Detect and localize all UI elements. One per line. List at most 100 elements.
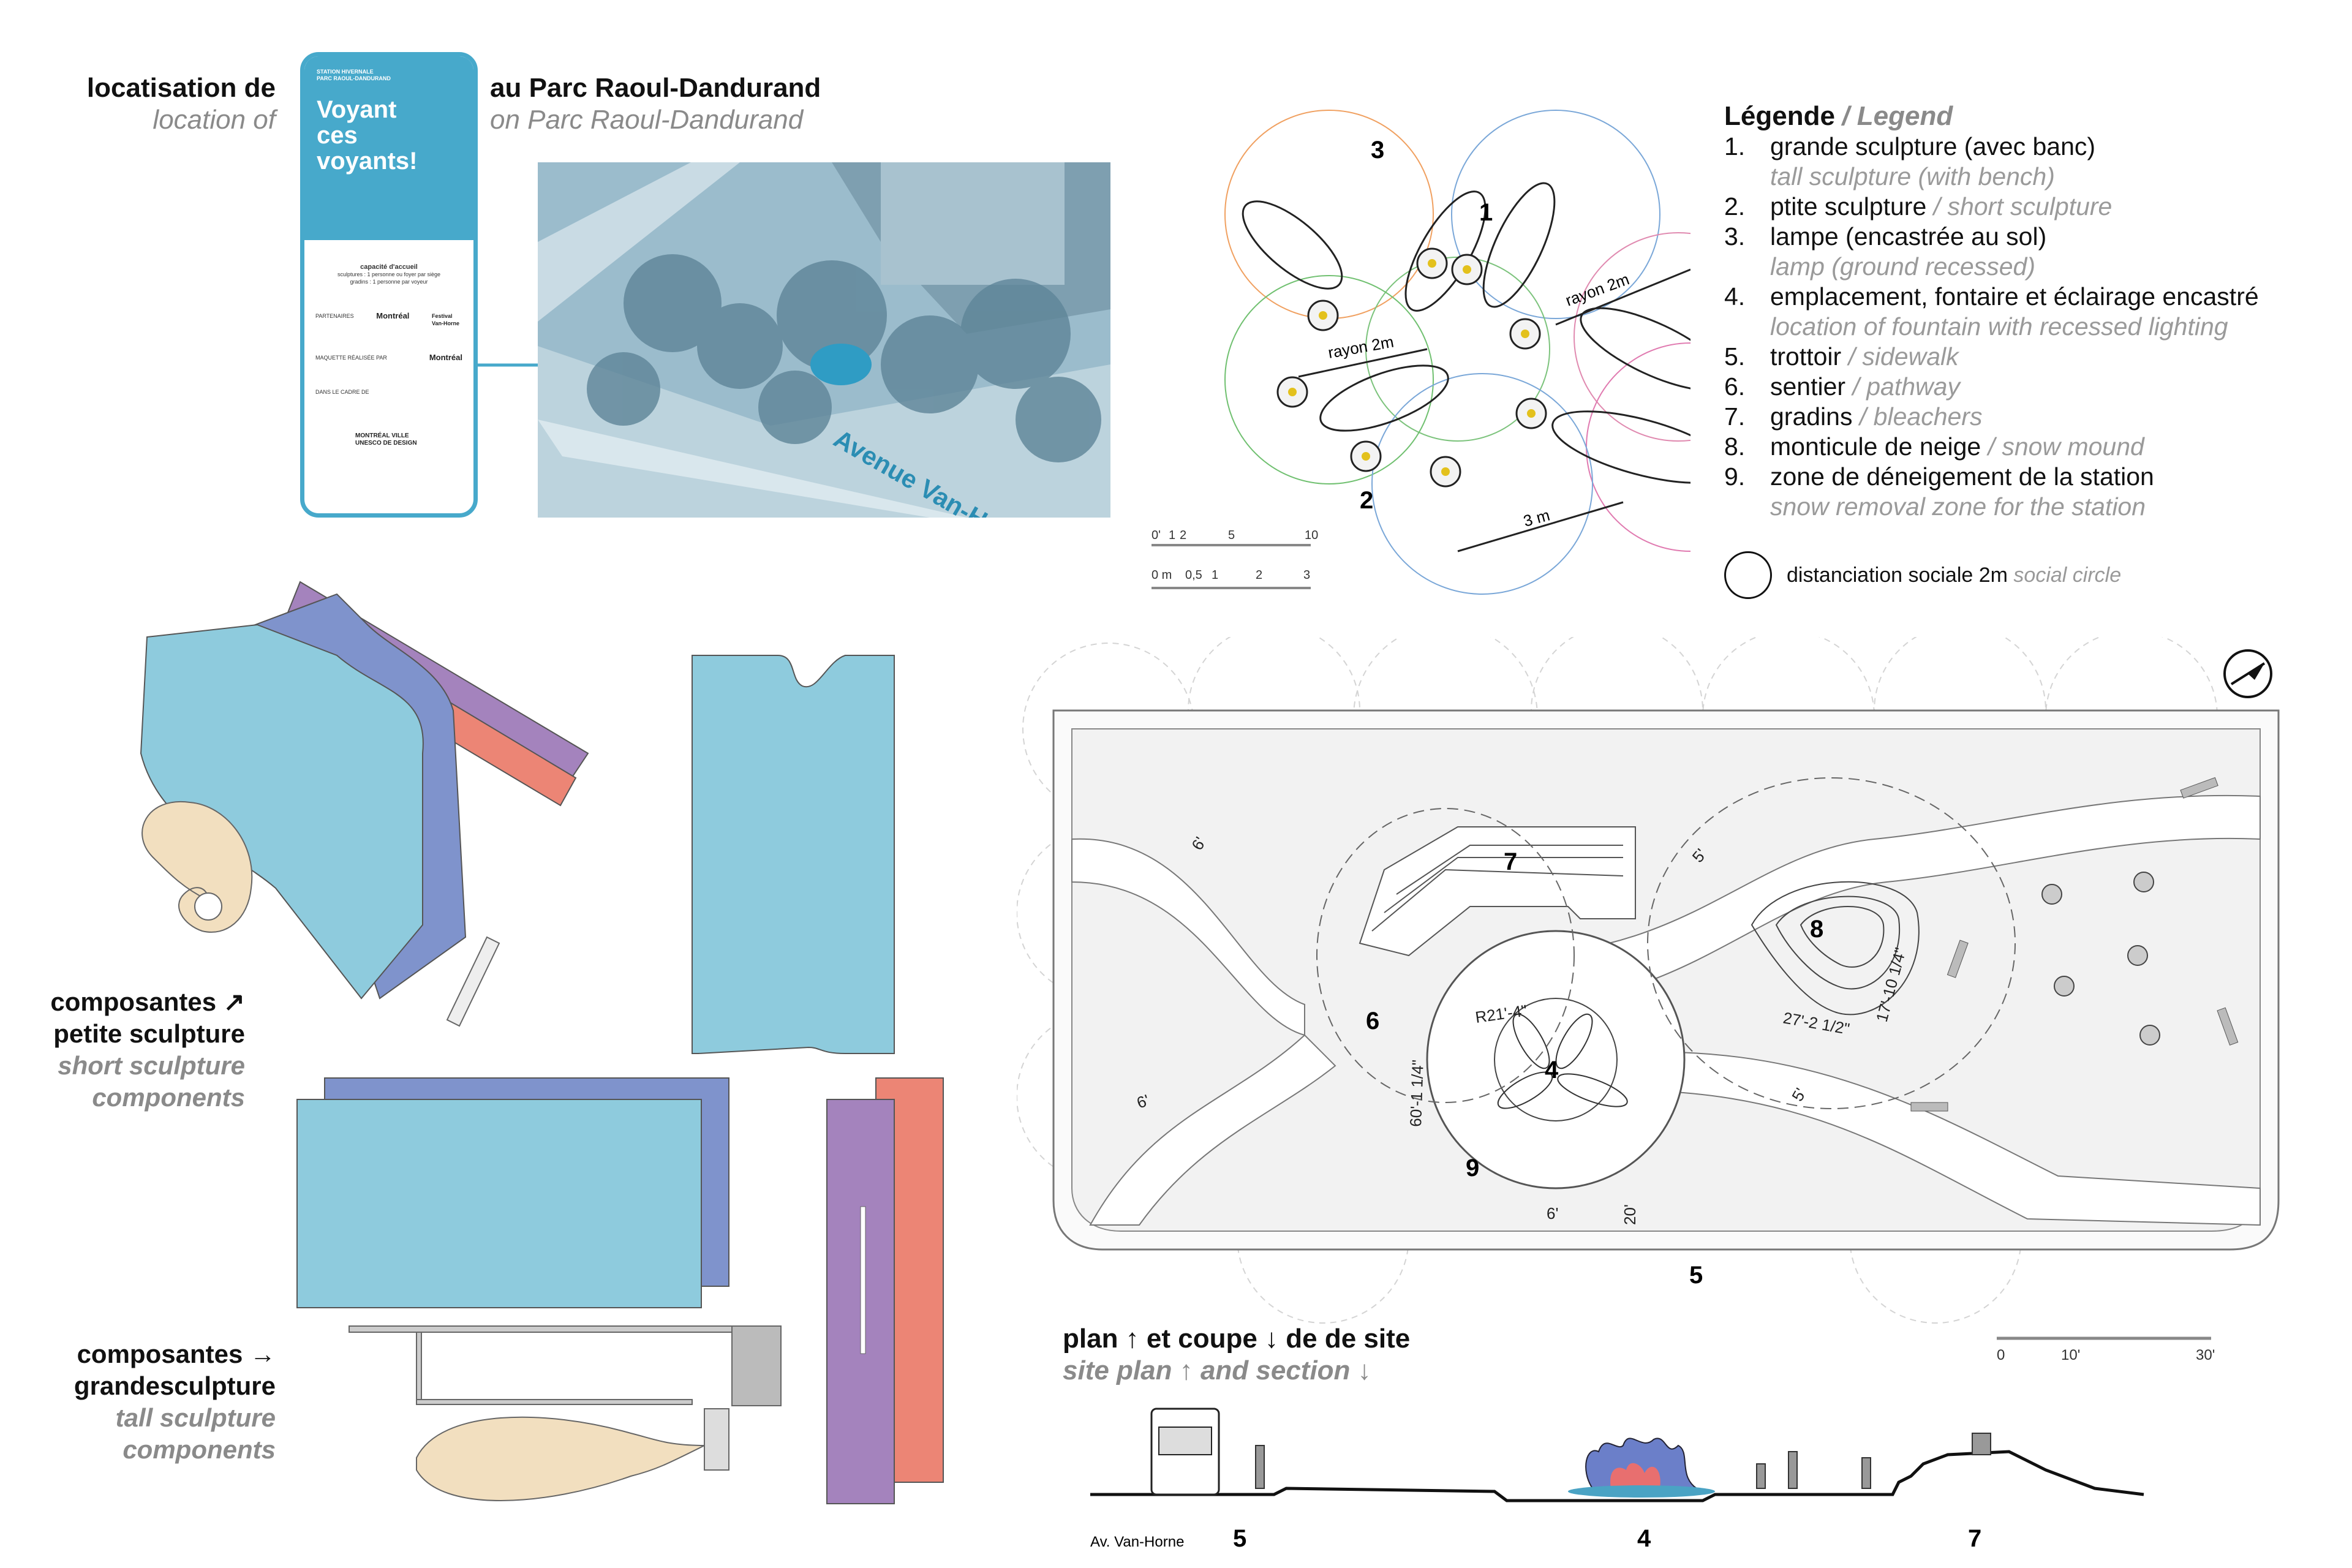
dimension-3m: 3 m bbox=[1521, 506, 1552, 530]
panel-tag-2: PARC RAOUL-DANDURAND bbox=[317, 75, 391, 81]
tall-label-fr-2: grandesculpture bbox=[74, 1371, 276, 1400]
capacity-line-2: gradins : 1 personne par voyeur bbox=[350, 279, 428, 285]
dim-60ft: 60'-1 1/4" bbox=[1406, 1060, 1427, 1128]
legend-num: 5. bbox=[1724, 342, 1746, 371]
montreal-logo-2: Montréal bbox=[429, 353, 462, 362]
legend-item: 5. trottoir / sidewalk bbox=[1724, 342, 2337, 372]
context-label: DANS LE CADRE DE bbox=[315, 389, 369, 395]
panel-title-line-2: ces bbox=[317, 122, 358, 149]
festival-logo: Festival Van-Horne bbox=[431, 313, 459, 326]
site-plan: 7 8 6 4 9 5 6' 5' 6' 5' R21'-4" 60'-1 1/… bbox=[1017, 637, 2280, 1363]
site-label-6: 6 bbox=[1366, 1008, 1379, 1035]
partners-label: PARTENAIRES bbox=[315, 313, 354, 319]
location-label-en: location of bbox=[153, 105, 276, 135]
panel-header: STATION HIVERNALE PARC RAOUL-DANDURAND V… bbox=[304, 56, 473, 240]
panel-title: Voyant ces voyants! bbox=[317, 97, 461, 174]
aerial-photo-drawing: Avenue Van-Horne bbox=[538, 162, 1110, 518]
scale-m-3: 3 bbox=[1303, 568, 1310, 582]
site-section-drawing: Av. Van-Horne 5 4 7 bbox=[1090, 1408, 2144, 1552]
legend-item: 1.grande sculpture (avec banc)tall sculp… bbox=[1724, 132, 2337, 192]
north-arrow-icon bbox=[2223, 649, 2272, 698]
social-circle-icon bbox=[1724, 551, 1772, 599]
montreal-logo: Montréal bbox=[376, 311, 410, 320]
section-label-4: 4 bbox=[1637, 1525, 1651, 1552]
tall-components-label: composantes → grandesculpture tall sculp… bbox=[12, 1338, 276, 1466]
scale-m-1: 1 bbox=[1212, 568, 1218, 582]
produced-label: MAQUETTE RÉALISÉE PAR bbox=[315, 355, 387, 361]
social-circle-key: distanciation sociale 2m social circle bbox=[1724, 551, 2337, 599]
section-title-en: site plan ↑ and section ↓ bbox=[1063, 1355, 1371, 1385]
legend-num: 8. bbox=[1724, 432, 1746, 461]
scale-m-05: 0,5 bbox=[1185, 568, 1202, 582]
tall-label-en-1: tall sculpture bbox=[115, 1403, 276, 1432]
legend-item: 6.sentier / pathway bbox=[1724, 372, 2337, 402]
scale-m-2: 2 bbox=[1256, 568, 1262, 582]
capacity-title: capacité d'accueil bbox=[360, 263, 418, 271]
legend-en: / sidewalk bbox=[1848, 342, 1959, 371]
legend-fr: lampe (encastrée au sol) bbox=[1770, 222, 2047, 251]
site-scale-0: 0 bbox=[1997, 1347, 2005, 1363]
scale-ft-1: 1 bbox=[1169, 529, 1175, 542]
panel-title-line-1: Voyant bbox=[317, 96, 397, 123]
legend-fr: sentier bbox=[1770, 372, 1846, 401]
site-label-5: 5 bbox=[1689, 1262, 1703, 1289]
panel-footer: MONTRÉAL VILLE UNESCO DE DESIGN bbox=[315, 432, 462, 447]
dim-20ft: 20' bbox=[1621, 1204, 1639, 1225]
scale-ft-0: 0' bbox=[1152, 529, 1161, 542]
section-title: plan ↑ et coupe ↓ de de site site plan ↑… bbox=[1063, 1323, 1553, 1387]
legend-num: 4. bbox=[1724, 282, 1746, 311]
legend-fr: trottoir bbox=[1770, 342, 1842, 371]
produced-row: MAQUETTE RÉALISÉE PAR Montréal bbox=[315, 353, 462, 362]
legend-en: / short sculpture bbox=[1933, 192, 2113, 221]
circle-plan-label-1: 1 bbox=[1479, 199, 1493, 226]
section-label-7: 7 bbox=[1968, 1525, 1981, 1552]
legend-en: / pathway bbox=[1852, 372, 1960, 401]
site-label-9: 9 bbox=[1466, 1155, 1479, 1182]
park-label-en: on Parc Raoul-Dandurand bbox=[490, 105, 804, 135]
short-label-en-2: components bbox=[92, 1083, 245, 1112]
unesco-logo: MONTRÉAL VILLE UNESCO DE DESIGN bbox=[355, 432, 417, 447]
site-label-8: 8 bbox=[1810, 916, 1823, 943]
short-components-label: composantes ↗ petite sculpture short scu… bbox=[12, 986, 245, 1114]
context-row: DANS LE CADRE DE bbox=[315, 388, 462, 396]
legend-fr: zone de déneigement de la station bbox=[1770, 462, 2154, 491]
short-label-fr-1: composantes ↗ bbox=[50, 987, 245, 1016]
legend: Légende / Legend 1.grande sculpture (ave… bbox=[1724, 101, 2337, 599]
site-scale-30: 30' bbox=[2196, 1347, 2215, 1363]
legend-num: 2. bbox=[1724, 192, 1746, 221]
capacity-line-1: sculptures : 1 personne ou foyer par siè… bbox=[337, 271, 441, 277]
legend-en: lamp (ground recessed) bbox=[1770, 252, 2035, 281]
partners-row: PARTENAIRES Montréal Festival Van-Horne bbox=[315, 312, 462, 327]
legend-item: 2.ptite sculpture / short sculpture bbox=[1724, 192, 2337, 222]
location-label: locatisation de location of bbox=[12, 72, 276, 136]
legend-item: 3. lampe (encastrée au sol)lamp (ground r… bbox=[1724, 222, 2337, 282]
section-title-fr: plan ↑ et coupe ↓ de de site bbox=[1063, 1324, 1411, 1354]
scale-ft-10: 10 bbox=[1305, 529, 1318, 542]
scale-ft-5: 5 bbox=[1228, 529, 1235, 542]
aerial-photo: Avenue Van-Horne bbox=[538, 162, 1110, 518]
short-label-fr-2: petite sculpture bbox=[53, 1019, 245, 1048]
legend-item: 7.gradins / bleachers bbox=[1724, 402, 2337, 432]
legend-fr: gradins bbox=[1770, 402, 1853, 431]
legend-title-fr: Légende bbox=[1724, 101, 1835, 131]
location-label-fr: locatisation de bbox=[86, 73, 276, 103]
scale-m-0: 0 m bbox=[1152, 568, 1172, 582]
legend-en: / snow mound bbox=[1988, 432, 2144, 461]
legend-num: 7. bbox=[1724, 402, 1746, 431]
park-label: au Parc Raoul-Dandurand on Parc Raoul-Da… bbox=[490, 72, 919, 136]
legend-title: Légende / Legend bbox=[1724, 101, 2337, 132]
legend-item: 4.emplacement, fontaire et éclairage enc… bbox=[1724, 282, 2337, 342]
legend-items: 1.grande sculpture (avec banc)tall sculp… bbox=[1724, 132, 2337, 522]
legend-fr: monticule de neige bbox=[1770, 432, 1981, 461]
section-street-label: Av. Van-Horne bbox=[1090, 1534, 1184, 1550]
short-label-en-1: short sculpture bbox=[58, 1051, 245, 1080]
short-sculpture-components-drawing bbox=[140, 581, 895, 1054]
panel-tag-1: STATION HIVERNALE bbox=[317, 69, 374, 75]
park-label-fr: au Parc Raoul-Dandurand bbox=[490, 73, 821, 103]
legend-en: tall sculpture (with bench) bbox=[1770, 162, 2055, 190]
legend-num: 1. bbox=[1724, 132, 1746, 160]
panel-title-line-3: voyants! bbox=[317, 148, 418, 175]
legend-num: 3. bbox=[1724, 222, 1746, 251]
panel-body: capacité d'accueil sculptures : 1 person… bbox=[304, 240, 473, 458]
